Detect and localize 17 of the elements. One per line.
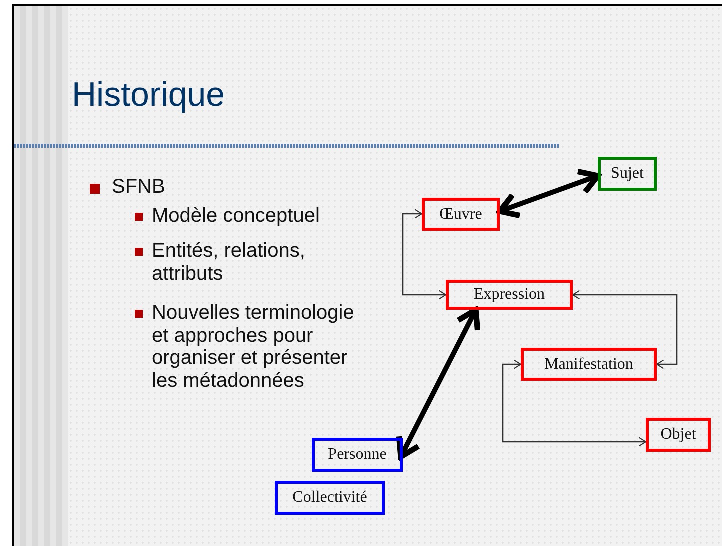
bullet-text: Modèle conceptuel: [152, 205, 321, 228]
connector-arrow: [502, 360, 647, 447]
bullet-heading: SFNB: [112, 176, 166, 199]
connector-arrow: [402, 209, 447, 300]
double-arrow: [396, 307, 481, 460]
entity-box: Expression: [446, 280, 573, 310]
slide-title: Historique: [72, 76, 226, 115]
entity-box: Manifestation: [521, 348, 657, 381]
entity-box: Sujet: [598, 157, 657, 191]
bullet-text: Entités, relations, attributs: [152, 240, 306, 286]
entity-box: Objet: [646, 418, 711, 452]
entity-box: Œuvre: [422, 198, 500, 231]
double-arrow: [497, 168, 601, 219]
entity-box: Personne: [312, 438, 403, 472]
connector-arrow: [572, 290, 678, 370]
entity-box: Collectivité: [275, 481, 385, 515]
bullet-text: Nouvelles terminologie et approches pour organiser et présenter les métadonnées: [152, 302, 356, 392]
